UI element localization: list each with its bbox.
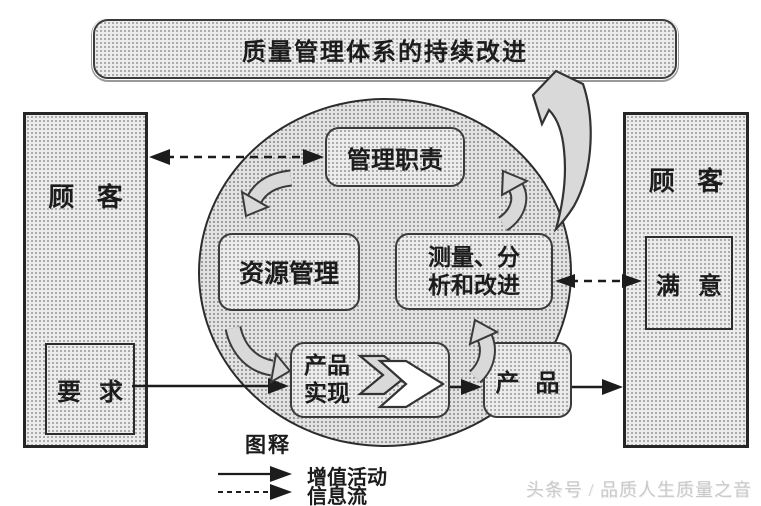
product-box: 产 品 [483,342,572,418]
customer-left-title: 顾 客 [48,183,131,212]
customer-right-title: 顾 客 [648,167,732,196]
measurement-analysis-improvement-box: 测量、分 析和改进 [395,233,553,310]
product-realization-box: 产品 实现 [290,342,450,418]
legend-solid-arrow [218,466,292,482]
realization-label-line2: 实现 [304,381,350,406]
watermark-text: 头条号 / 品质人生质量之音 [526,480,752,500]
resource-management-box: 资源管理 [218,233,360,311]
legend-info-flow-label: 信息流 [307,486,367,506]
requirements-label: 要 求 [57,379,129,406]
legend-dashed-arrow [218,484,292,500]
continual-improvement-banner: 质量管理体系的持续改进 [93,19,677,79]
measurement-label-line2: 析和改进 [428,272,520,298]
customer-right-panel: 顾 客 满 意 [623,112,749,448]
management-responsibility-box: 管理职责 [325,127,465,187]
customer-left-panel: 顾 客 要 求 [23,112,148,448]
banner-label: 质量管理体系的持续改进 [242,39,528,66]
satisfaction-box: 满 意 [645,236,733,330]
realization-label-line1: 产品 [304,353,350,379]
management-responsibility-label: 管理职责 [347,147,443,174]
resource-management-label: 资源管理 [238,261,339,288]
requirements-box: 要 求 [45,343,135,435]
value-add-arrow-product-customer [572,379,623,395]
measurement-label-line1: 测量、分 [428,244,520,270]
satisfaction-label: 满 意 [656,273,728,300]
product-label: 产 品 [495,370,565,397]
legend-value-add-label: 增值活动 [307,467,387,489]
legend-title: 图释 [245,433,291,457]
